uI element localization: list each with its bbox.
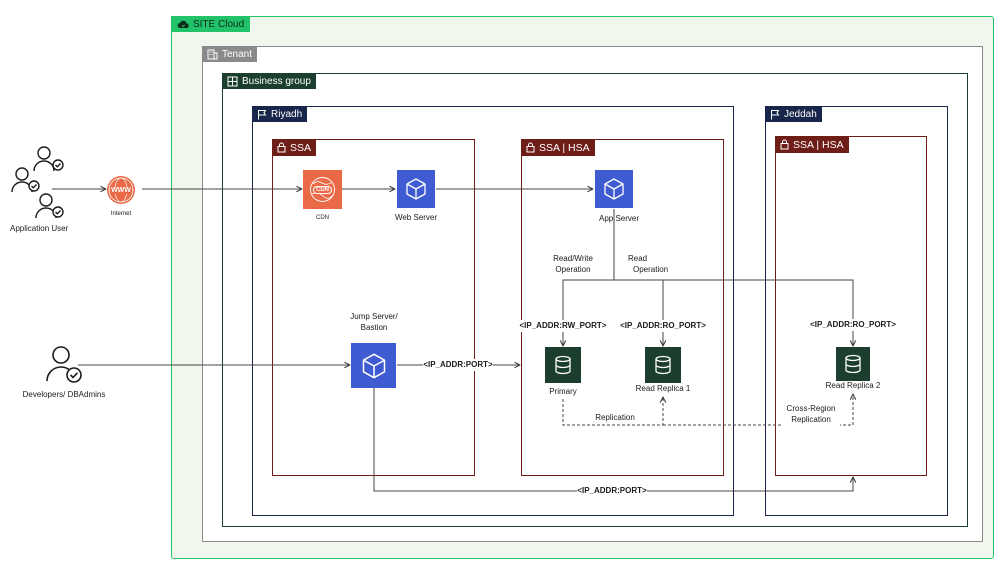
internet-label: Internet [110,211,132,217]
ssa-riyadh-tag: SSA [272,139,317,156]
read-write-label-1: Read/Write [553,254,593,263]
primary-db-node[interactable] [545,347,581,383]
riyadh-tag: Riyadh [252,106,308,122]
internet-node[interactable]: WWW [107,176,135,204]
business-group-container [222,73,968,527]
cdn-label: CDN [316,215,329,221]
jeddah-region [765,106,948,516]
riyadh-label: Riyadh [271,108,303,120]
cdn-glyph: CDN [313,185,332,194]
read-replica-1-label: Read Replica 1 [635,384,691,393]
read-label-1: Read [628,254,648,263]
flag-icon [771,109,780,119]
cloud-icon [177,20,189,28]
ssa-hsa-jeddah-tag: SSA | HSA [775,136,849,153]
jump-server-label-1: Jump Server/ [350,312,398,321]
read-label-2: Operation [633,265,669,274]
ro-port-1-label: <IP_ADDR:RO_PORT> [620,320,706,332]
database-icon [845,354,861,374]
web-server-label: Web Server [394,213,438,222]
app-server-label: App Server [598,214,640,223]
ssa-riyadh-label: SSA [290,141,312,154]
cube-icon [604,178,624,200]
business-group-label: Business group [242,75,311,87]
primary-label: Primary [549,387,577,396]
jump-server-node[interactable] [351,343,396,388]
cross-region-edge [663,394,853,426]
building-icon [207,49,218,59]
ssa-hsa-riyadh-tag: SSA | HSA [521,139,595,156]
app-to-replica2-edge [663,279,853,346]
database-icon [655,355,671,375]
ro-port-2-label: <IP_ADDR:RO_PORT> [810,319,896,331]
site-cloud-tag: SITE Cloud [171,16,251,32]
app-server-node[interactable] [595,170,633,208]
tenant-label: Tenant [222,48,253,60]
tenant-tag: Tenant [202,46,258,62]
cube-icon [362,353,385,378]
jeddah-tag: Jeddah [765,106,822,122]
jump-port-label: <IP_ADDR:PORT> [423,359,493,371]
cross-region-label-2: Replication [782,414,840,426]
lock-icon [780,139,789,150]
flag-icon [258,109,267,119]
replication-label: Replication [590,412,640,424]
jeddah-label: Jeddah [784,108,817,120]
read-replica-2-node[interactable] [836,347,870,381]
grid-icon [227,76,238,86]
app-to-primary-edge [563,209,615,346]
cross-region-label-1: Cross-Region [782,403,840,415]
lock-icon [277,142,286,153]
read-replica-1-node[interactable] [645,347,681,383]
riyadh-region [252,106,734,516]
database-icon [555,355,571,375]
ssa-hsa-jeddah-zone [775,136,927,476]
app-to-replica1-edge [614,279,663,346]
read-replica-2-label: Read Replica 2 [825,381,881,390]
ssa-hsa-riyadh-label: SSA | HSA [539,141,590,154]
web-server-node[interactable] [397,170,435,208]
cdn-icon [310,177,335,202]
developers-label: Developers/ DBAdmins [22,390,106,399]
jump-server-label-2: Bastion [360,323,388,332]
site-cloud-label: SITE Cloud [193,18,245,30]
rw-port-label: <IP_ADDR:RW_PORT> [519,320,607,332]
ssa-hsa-jeddah-label: SSA | HSA [793,138,844,151]
lock-icon [526,142,535,153]
ssa-hsa-riyadh-zone [521,139,724,476]
application-users-icon[interactable] [8,143,70,223]
internet-glyph: WWW [110,186,132,194]
bottom-port-label: <IP_ADDR:PORT> [577,485,647,497]
cdn-node[interactable]: CDN [303,170,342,209]
business-group-tag: Business group [222,73,316,89]
cube-icon [406,178,426,200]
replication-edge [562,397,663,426]
developers-icon[interactable] [44,345,86,387]
application-user-label: Application User [10,224,69,233]
read-write-label-2: Operation [555,265,591,274]
